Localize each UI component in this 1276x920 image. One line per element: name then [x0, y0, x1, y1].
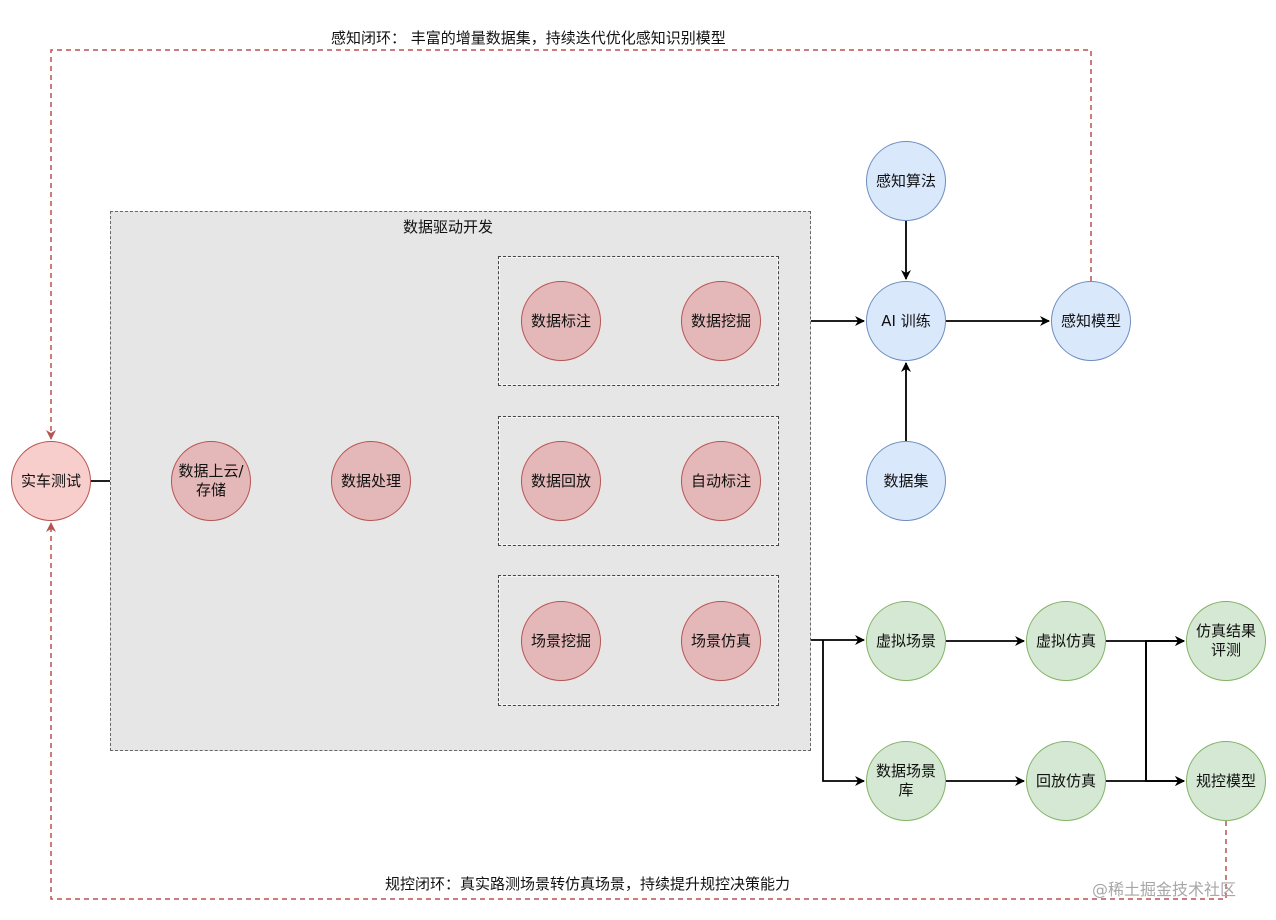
edge-replaysim-eval	[1145, 636, 1185, 781]
data-upload-node: 数据上云/ 存储	[171, 441, 251, 521]
perception-loop-label: 感知闭环： 丰富的增量数据集，持续迭代优化感知识别模型	[331, 29, 726, 47]
group-title: 数据驱动开发	[403, 218, 494, 236]
perception-model-node: 感知模型	[1051, 281, 1131, 361]
data-mining-node: 数据挖掘	[681, 281, 761, 361]
dataset-node: 数据集	[866, 441, 946, 521]
virtual-scene-node: 虚拟场景	[866, 601, 946, 681]
planning-loop-line	[46, 522, 1227, 900]
planning-loop-label: 规控闭环：真实路测场景转仿真场景，持续提升规控决策能力	[385, 875, 791, 893]
perception-loop-line	[46, 49, 1092, 440]
scene-mining-node: 场景挖掘	[521, 601, 601, 681]
planning-model-node: 规控模型	[1186, 741, 1266, 821]
simulation-eval-node: 仿真结果 评测	[1186, 601, 1266, 681]
virtual-simulation-node: 虚拟仿真	[1026, 601, 1106, 681]
data-replay-node: 数据回放	[521, 441, 601, 521]
edge-scenegroup-scenelibrary	[822, 640, 865, 786]
data-labeling-node: 数据标注	[521, 281, 601, 361]
replay-simulation-node: 回放仿真	[1026, 741, 1106, 821]
road-test-node: 实车测试	[11, 441, 91, 521]
data-processing-node: 数据处理	[331, 441, 411, 521]
edge-virtualsim-planning	[1145, 641, 1185, 786]
watermark: @稀土掘金技术社区	[1092, 880, 1237, 899]
perception-algorithm-node: 感知算法	[866, 141, 946, 221]
scene-simulation-node: 场景仿真	[681, 601, 761, 681]
ai-training-node: AI 训练	[866, 281, 946, 361]
scene-library-node: 数据场景 库	[866, 741, 946, 821]
auto-labeling-node: 自动标注	[681, 441, 761, 521]
